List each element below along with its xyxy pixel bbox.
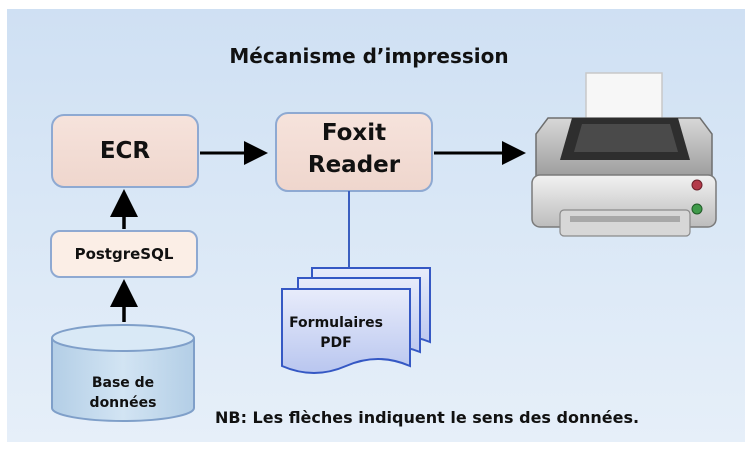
document-stack-icon	[281, 267, 431, 374]
footnote: NB: Les flèches indiquent le sens des do…	[215, 408, 640, 427]
postgresql-label: PostgreSQL	[74, 245, 174, 263]
ecr-label: ECR	[99, 138, 151, 164]
database-label: Base de données	[52, 373, 194, 413]
printer-icon	[531, 72, 717, 237]
database-label-line1: Base de	[91, 375, 155, 391]
diagram-title: Mécanisme d’impression	[229, 44, 509, 68]
ecr-box	[51, 114, 199, 188]
forms-label: Formulaires PDF	[280, 313, 392, 353]
forms-label-line2: PDF	[320, 335, 352, 351]
database-icon	[51, 324, 195, 422]
postgresql-box	[50, 230, 198, 278]
database-label-line2: données	[89, 395, 157, 411]
forms-label-line1: Formulaires	[289, 315, 383, 331]
foxit-reader-label-line1: Foxit	[321, 120, 387, 146]
foxit-reader-label: Foxit Reader	[276, 117, 432, 181]
foxit-reader-box	[275, 112, 433, 192]
foxit-reader-label-line2: Reader	[307, 152, 401, 178]
